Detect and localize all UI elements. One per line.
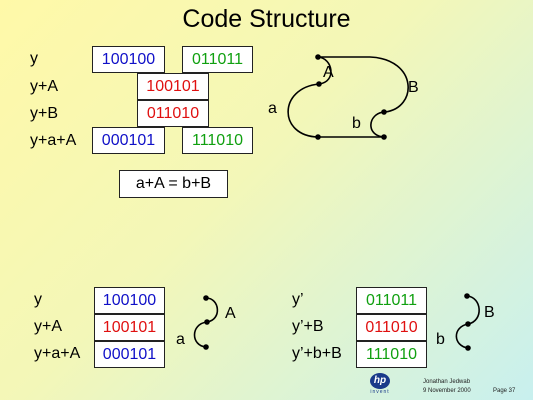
footer-author: Jonathan Jedwab (423, 379, 471, 385)
bl-cell-yA: 100101 (94, 314, 165, 341)
br-curve-b (455, 323, 469, 349)
br-curve-B (466, 295, 480, 325)
br-row-label-y-prime-plus-B: y’+B (292, 318, 324, 335)
br-node-3 (465, 345, 471, 351)
br-node-2 (465, 321, 471, 327)
br-node-1 (464, 293, 470, 299)
bl-label-a: a (176, 331, 185, 348)
top-node-1 (315, 54, 321, 60)
top-node-5 (381, 134, 387, 140)
top-label-b: b (352, 115, 361, 132)
top-y-left-cell: 100100 (92, 46, 165, 73)
row-label-y-plus-B: y+B (30, 105, 59, 122)
bl-node-3 (203, 344, 209, 350)
top-curve-A (317, 56, 332, 85)
top-curve-a (287, 83, 384, 138)
br-row-label-y-prime: y’ (292, 291, 304, 308)
bl-cell-yaA: 000101 (94, 341, 165, 368)
bl-row-label-y-plus-a-plus-A: y+a+A (34, 345, 81, 362)
br-row-label-y-prime-plus-b-plus-B: y’+b+B (292, 345, 342, 362)
hp-logo-mark: hp (370, 373, 390, 389)
br-label-b: b (436, 331, 445, 348)
bl-row-label-y: y (34, 291, 42, 308)
top-node-3 (381, 109, 387, 115)
br-cell-yB: 011010 (356, 314, 427, 341)
top-yaA-right-cell: 111010 (182, 127, 253, 154)
top-label-a: a (268, 100, 277, 117)
bl-row-label-y-plus-A: y+A (34, 318, 63, 335)
top-yB-cell: 011010 (137, 100, 209, 127)
top-y-right-cell: 011011 (182, 46, 253, 73)
footer-date: 9 November 2000 (423, 388, 471, 394)
top-yA-cell: 100101 (137, 73, 209, 100)
top-label-A: A (323, 64, 334, 81)
top-curve-B (319, 56, 409, 113)
br-label-B: B (484, 304, 495, 321)
row-label-y-plus-A: y+A (30, 78, 59, 95)
bl-curve-A (205, 297, 219, 323)
top-yaA-left-cell: 000101 (92, 127, 165, 154)
hp-logo-subtext: invent (370, 389, 390, 395)
bl-node-1 (203, 295, 209, 301)
br-cell-y-prime: 011011 (356, 287, 427, 314)
page-title: Code Structure (182, 5, 351, 33)
top-node-4 (315, 134, 321, 140)
top-label-B: B (408, 79, 419, 96)
bl-node-2 (204, 319, 210, 325)
bl-cell-y: 100100 (94, 287, 165, 314)
hp-logo: hp invent (367, 373, 393, 395)
bl-label-A: A (225, 305, 236, 322)
row-label-y-plus-a-plus-A: y+a+A (30, 132, 77, 149)
footer-page-number: Page 37 (493, 388, 516, 394)
equation-box: a+A = b+B (119, 170, 228, 198)
top-curve-b (370, 111, 385, 138)
bl-curve-a (193, 321, 208, 348)
br-cell-ybB: 111010 (356, 341, 427, 368)
row-label-y: y (30, 50, 38, 67)
top-node-2 (316, 81, 322, 87)
